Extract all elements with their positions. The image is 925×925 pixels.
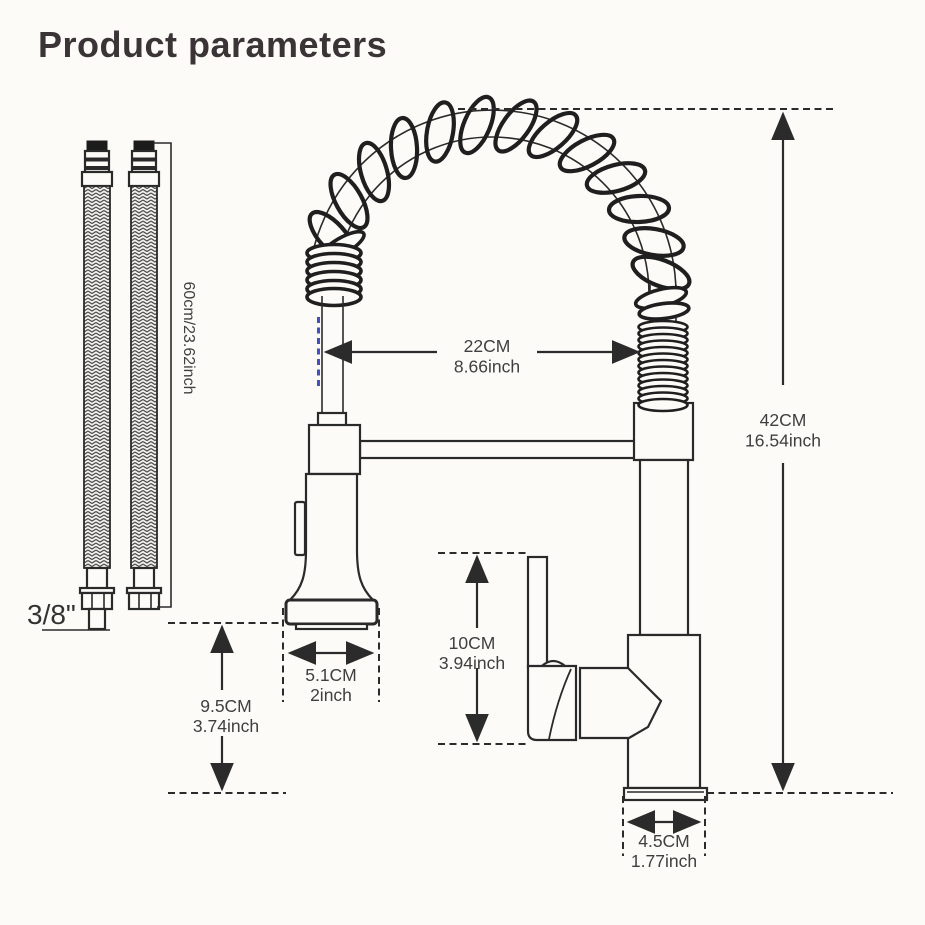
dim-spout-reach-cm: 22CM (464, 336, 511, 356)
dim-spout-reach-inch: 8.66inch (454, 357, 520, 377)
spring-left-stack (305, 229, 366, 308)
spray-mode-button (293, 500, 307, 557)
dim-spout-clearance-cm: 9.5CM (200, 696, 252, 716)
hose-length-label: 60cm/23.62inch (180, 282, 197, 395)
dim-total-height: 42CM 16.54inch (458, 108, 893, 794)
handle-cone (578, 666, 663, 740)
spray-nozzle (294, 622, 369, 631)
supply-hose-right (125, 139, 163, 611)
faucet-body (358, 401, 709, 802)
spray-cap (284, 598, 379, 626)
dim-handle-height-inch: 3.94inch (439, 653, 505, 673)
dim-spray-width-inch: 2inch (310, 685, 352, 705)
spring-right-stack (633, 285, 691, 413)
dim-total-height-cm: 42CM (760, 410, 807, 430)
page-title: Product parameters (38, 24, 388, 65)
dim-handle-height: 10CM 3.94inch (438, 552, 527, 745)
dim-base-width: 4.5CM 1.77inch (622, 796, 706, 871)
faucet-column (638, 458, 690, 637)
dim-spout-clearance-inch: 3.74inch (193, 716, 259, 736)
dim-spout-reach: 22CM 8.66inch (323, 336, 641, 377)
dim-spray-width-cm: 5.1CM (305, 665, 357, 685)
thread-size-label: 3/8" (27, 599, 76, 630)
base-plate (622, 786, 709, 802)
dim-hose-length: 60cm/23.62inch (153, 142, 197, 608)
support-bar (358, 439, 644, 460)
spray-head (284, 296, 379, 631)
thread-size-callout: 3/8" (27, 599, 110, 631)
supply-hose-left (78, 139, 116, 631)
faucet-handle (526, 555, 663, 742)
spring-coil (307, 94, 692, 292)
dim-spout-clearance: 9.5CM 3.74inch (168, 622, 286, 794)
dim-spray-width: 5.1CM 2inch (282, 608, 380, 705)
spring-spout (305, 94, 692, 413)
spray-holder (307, 423, 362, 476)
handle-lever (526, 555, 549, 669)
dim-total-height-inch: 16.54inch (745, 431, 821, 451)
dim-handle-height-cm: 10CM (449, 633, 496, 653)
dim-base-width-cm: 4.5CM (638, 831, 690, 851)
dim-base-width-inch: 1.77inch (631, 851, 697, 871)
